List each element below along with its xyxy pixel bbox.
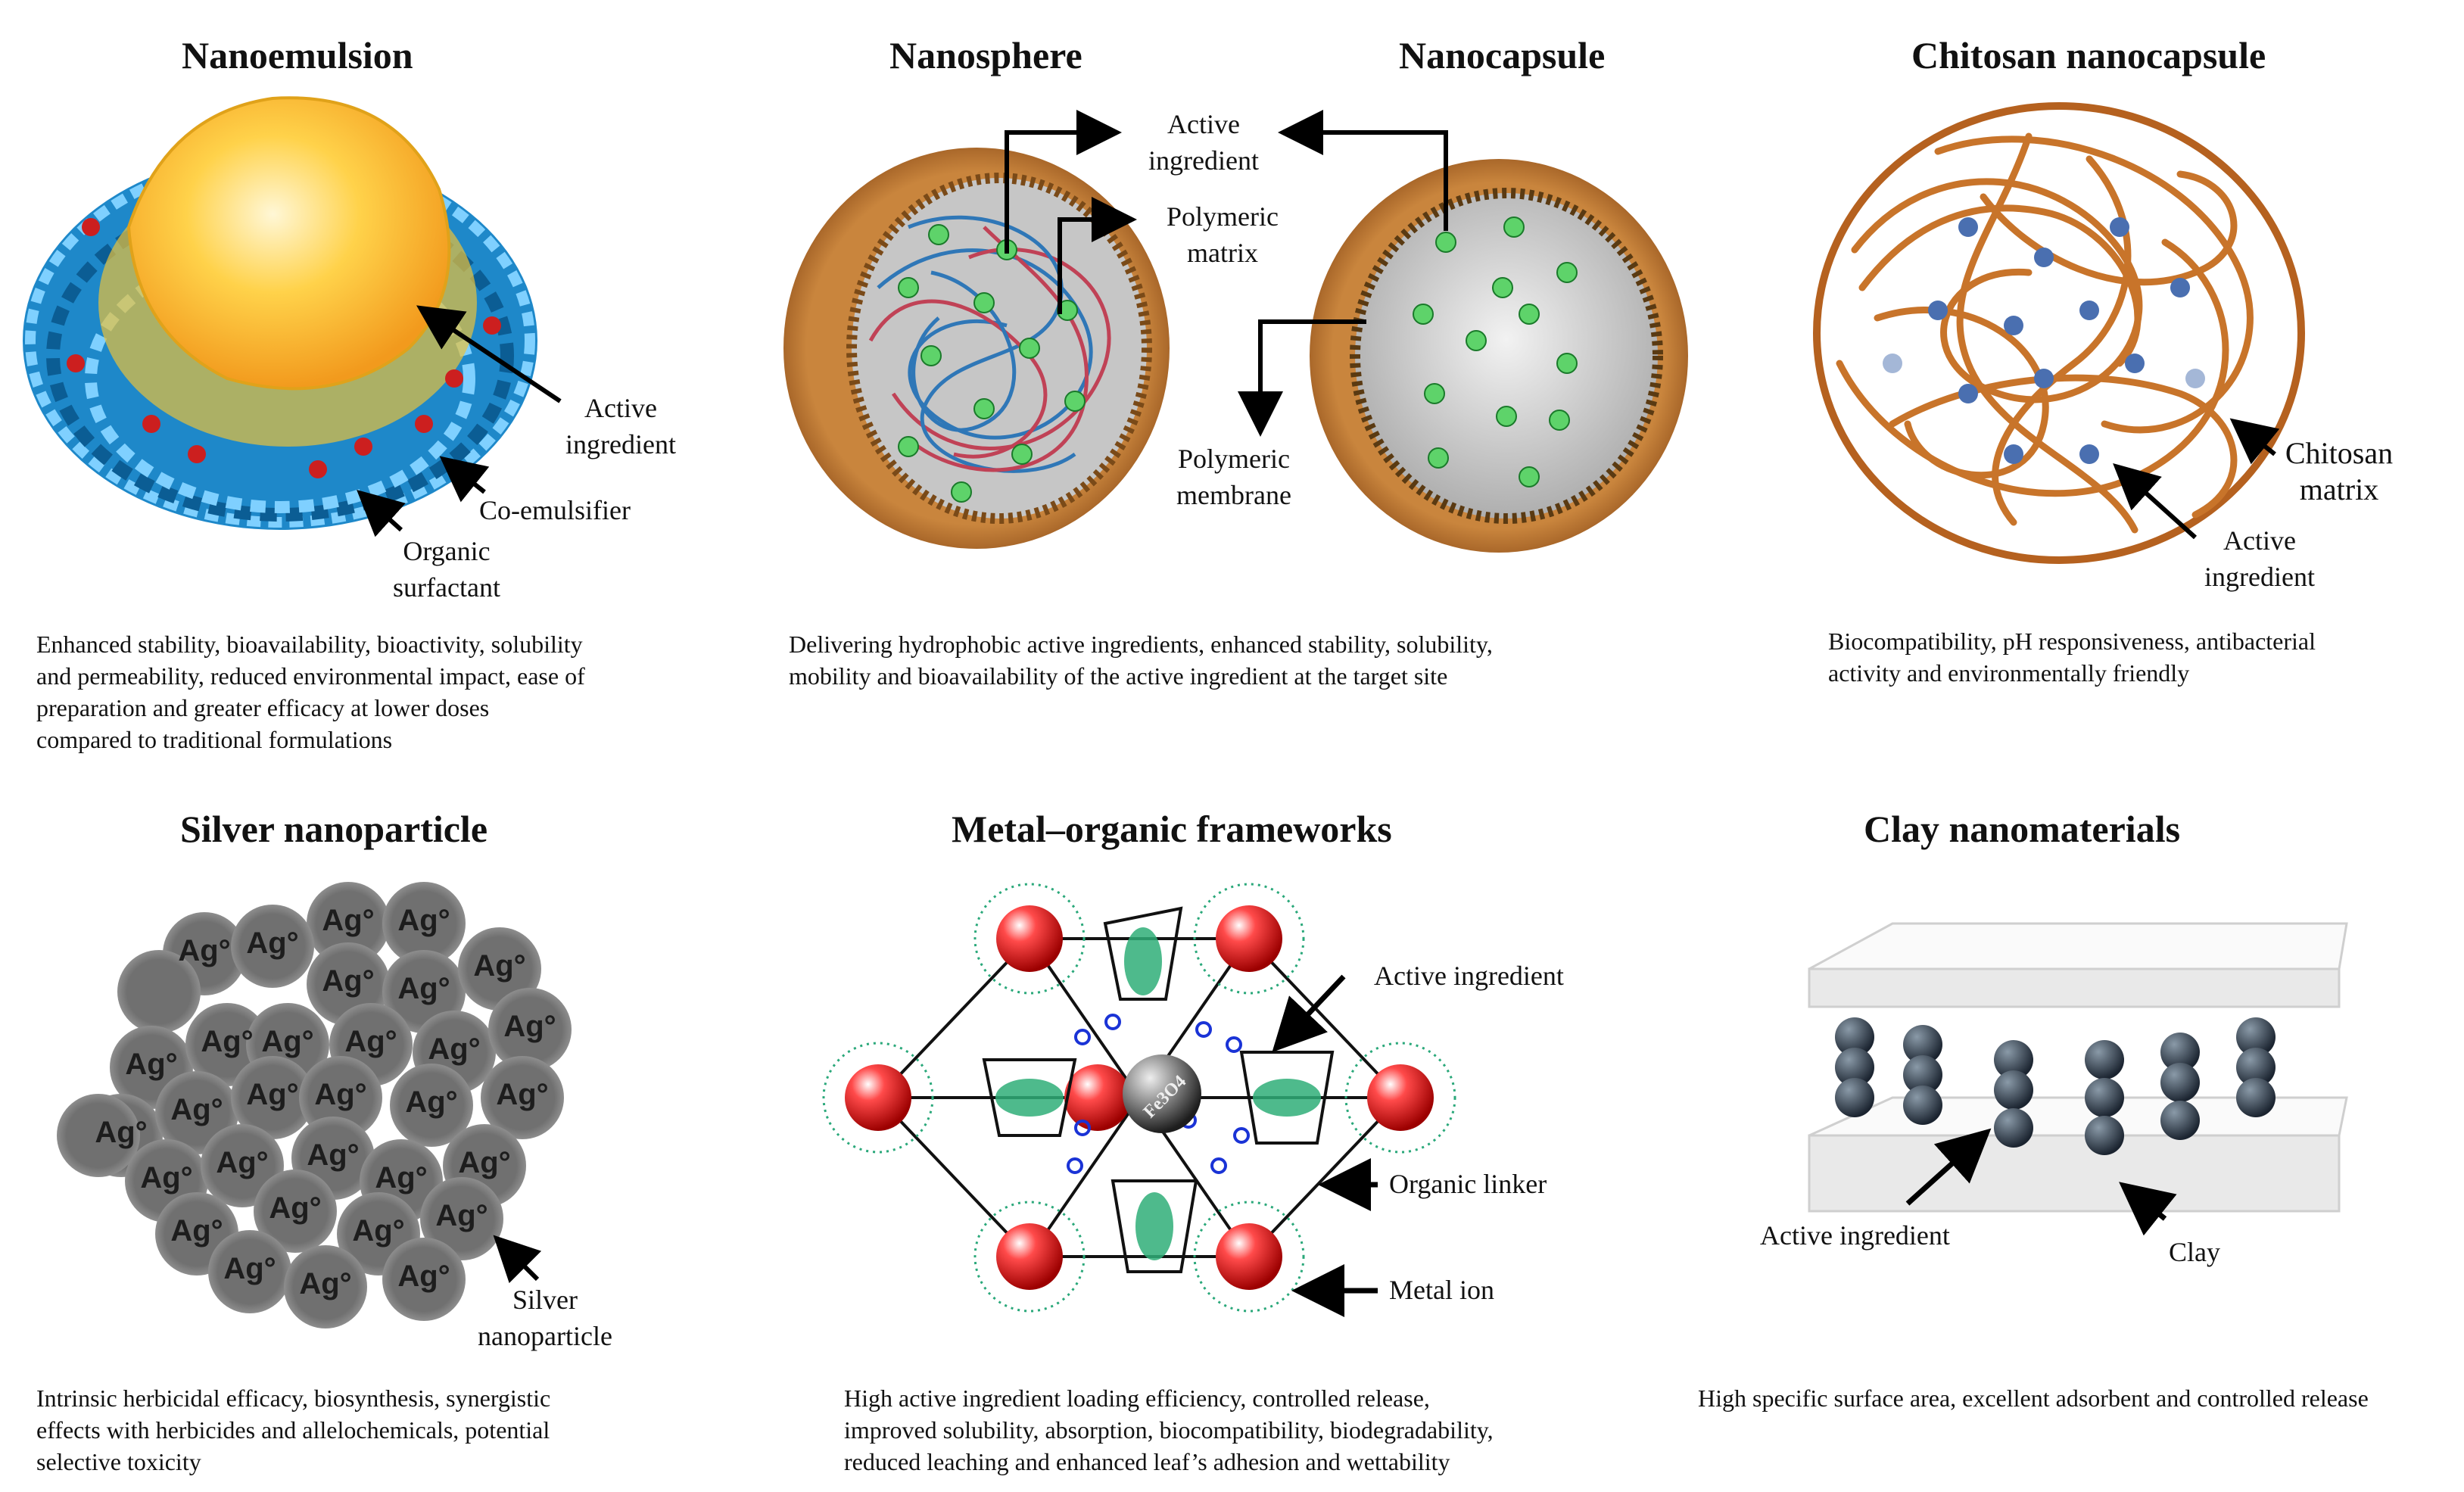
nanoemulsion-illustration xyxy=(23,96,562,537)
mof-illustration xyxy=(822,883,1456,1317)
mof-description: High active ingredient loading efficienc… xyxy=(844,1385,1494,1475)
silver-particle-text: Ag° xyxy=(435,1199,488,1232)
silver-particle-text: Ag° xyxy=(352,1214,405,1247)
silver-particle-text: Ag° xyxy=(95,1116,148,1149)
silver-particle-text: Ag° xyxy=(397,972,450,1005)
silver-particle-text: Ag° xyxy=(496,1078,549,1111)
nanocapsule-title: Nanocapsule xyxy=(1399,34,1606,76)
silver-particle-text: Ag° xyxy=(170,1214,223,1247)
silver-particle-text: Ag° xyxy=(322,904,375,937)
silver-particle-text: Ag° xyxy=(246,927,299,960)
mof-active-label: Active ingredient xyxy=(1374,961,1564,991)
silver-particle-text: Ag° xyxy=(397,904,450,937)
silver-particle-text: Ag° xyxy=(140,1161,193,1195)
silver-particle-text: Ag° xyxy=(314,1078,367,1111)
silver-particle-text: Ag° xyxy=(458,1146,511,1179)
silver-particle-text: Ag° xyxy=(201,1025,254,1058)
chitosan-illustration xyxy=(1813,102,2305,564)
clay-label: Clay xyxy=(2169,1237,2220,1267)
chitosan-description: Biocompatibility, pH responsiveness, ant… xyxy=(1828,628,2316,687)
silver-particle-text: Ag° xyxy=(246,1078,299,1111)
silver-particle-text: Ag° xyxy=(322,964,375,998)
nanosphere-title: Nanosphere xyxy=(889,34,1082,76)
silver-particle-text: Ag° xyxy=(269,1191,322,1225)
metal-ion-label: Metal ion xyxy=(1389,1275,1494,1305)
silver-particle-text: Ag° xyxy=(216,1146,269,1179)
nanosphere-illustration xyxy=(783,110,1170,549)
silver-particle-text: Ag° xyxy=(503,1010,556,1043)
silver-particle-text: Ag° xyxy=(405,1086,458,1119)
silver-particle-text: Ag° xyxy=(375,1161,428,1195)
clay-illustration xyxy=(1808,922,2348,1236)
silver-description: Intrinsic herbicidal efficacy, biosynthe… xyxy=(36,1385,551,1475)
nanoemulsion-description: Enhanced stability, bioavailability, bio… xyxy=(36,631,585,753)
silver-particle-text: Ag° xyxy=(397,1260,450,1293)
nanocapsule-illustration xyxy=(1238,110,1688,553)
chitosan-title: Chitosan nanocapsule xyxy=(1911,34,2266,76)
silver-title: Silver nanoparticle xyxy=(180,808,488,850)
silver-particle-text: Ag° xyxy=(428,1033,481,1066)
organic-linker-label: Organic linker xyxy=(1389,1169,1547,1199)
nanoemulsion-title: Nanoemulsion xyxy=(182,34,413,76)
coemulsifier-label: Co-emulsifier xyxy=(479,495,631,525)
silver-particle-text: Ag° xyxy=(307,1138,360,1172)
silver-particle-text: Ag° xyxy=(223,1252,276,1285)
silver-particle-text: Ag° xyxy=(299,1267,352,1300)
nanosphere-description: Delivering hydrophobic active ingredient… xyxy=(789,631,1493,690)
silver-particle-text: Ag° xyxy=(178,934,231,967)
clay-active-label: Active ingredient xyxy=(1760,1220,1950,1251)
silver-particle-text: Ag° xyxy=(344,1025,397,1058)
silver-particle-text: Ag° xyxy=(125,1048,178,1081)
silver-particle-text: Ag° xyxy=(170,1093,223,1126)
silver-illustration xyxy=(57,882,572,1328)
mof-title: Metal–organic frameworks xyxy=(952,808,1392,850)
silver-particle-text: Ag° xyxy=(473,949,526,983)
clay-description: High specific surface area, excellent ad… xyxy=(1698,1385,2369,1412)
clay-title: Clay nanomaterials xyxy=(1864,808,2181,850)
silver-particle-text: Ag° xyxy=(261,1025,314,1058)
